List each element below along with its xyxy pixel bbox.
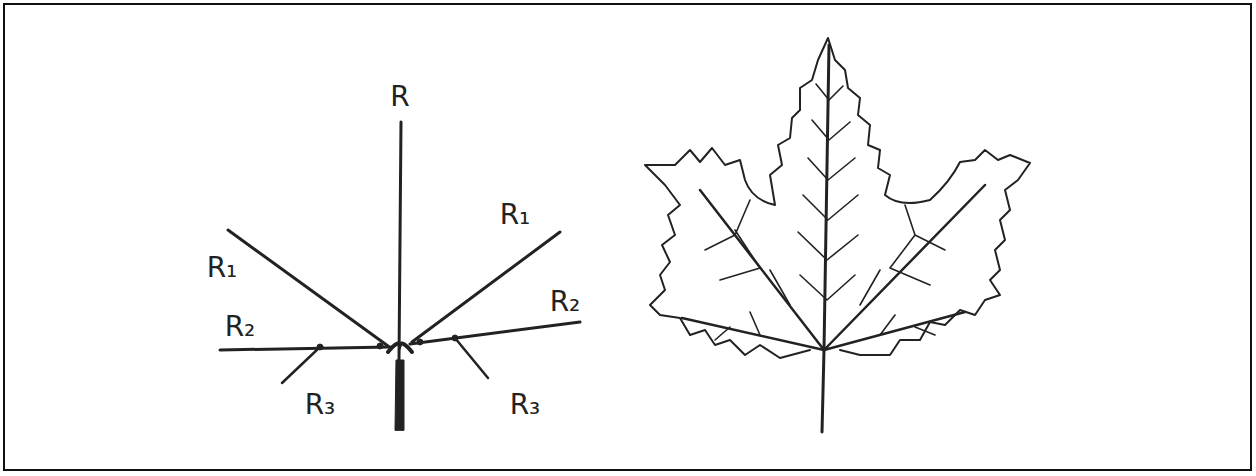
vein-label: R₂: [225, 313, 256, 341]
vein-label: R: [390, 83, 409, 111]
vein-label: R₁: [207, 254, 238, 282]
vein-label: R₃: [305, 391, 336, 419]
frame-border: [4, 4, 1251, 470]
maple-leaf: [645, 38, 1030, 432]
vein-schema: [220, 122, 580, 430]
vein-label: R₃: [510, 391, 541, 419]
vein-label: R₁: [500, 201, 531, 229]
vein-label: R₂: [550, 288, 581, 316]
